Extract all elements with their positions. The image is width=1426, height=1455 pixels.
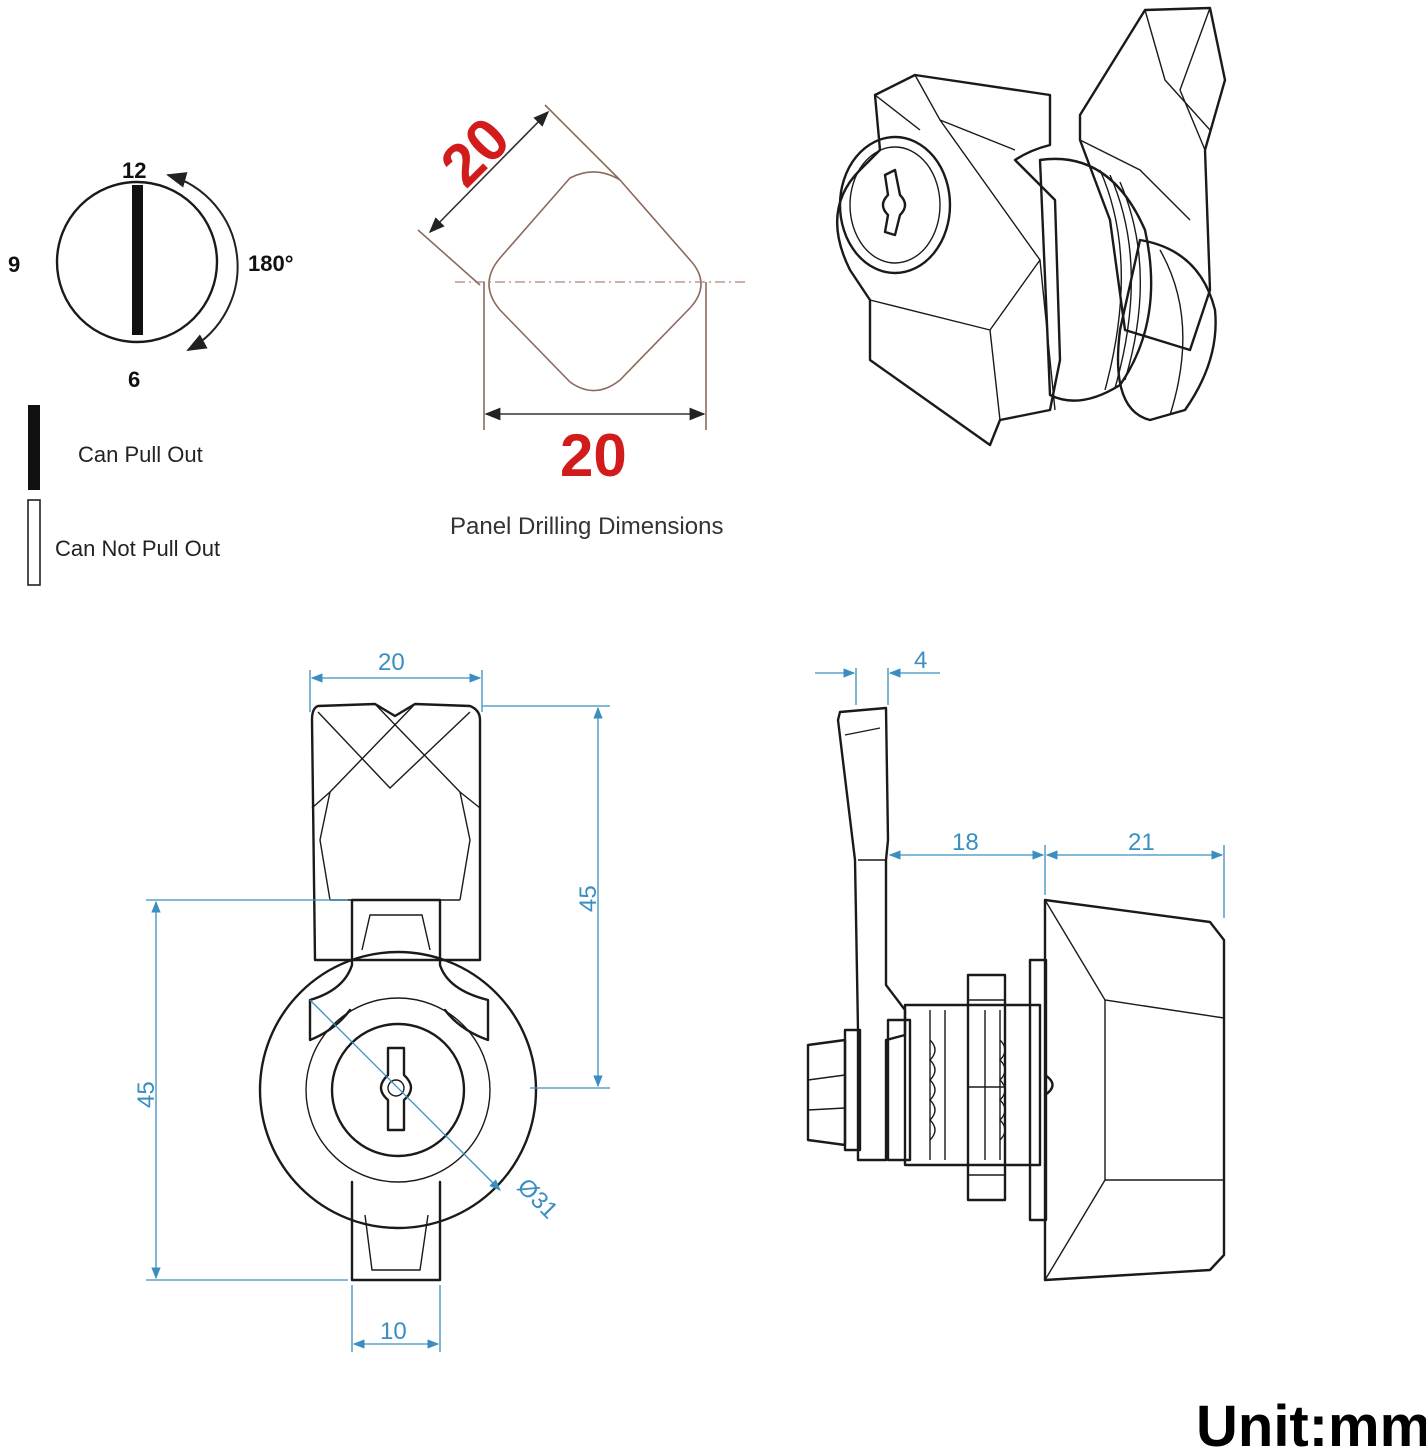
front-body-bar	[308, 898, 490, 1042]
front-dim-body-width: 10	[380, 1318, 407, 1345]
front-keyhole-icon	[379, 1046, 413, 1132]
pull-out-legend: Can Pull Out Can Not Pull Out	[27, 405, 220, 586]
front-dim-diameter-line	[309, 999, 501, 1191]
front-flange	[258, 950, 538, 1230]
legend-can-pull-out: Can Pull Out	[78, 442, 203, 467]
front-dim-overall-height: 45	[575, 885, 602, 912]
side-dim-depth: 21	[1128, 829, 1155, 856]
side-cam-nut	[806, 1038, 847, 1147]
panel-drilling-figure: 20 20 Panel Drilling Dimensions	[417, 104, 745, 540]
iso-keyhole-icon	[881, 168, 907, 237]
front-handle	[310, 702, 482, 962]
rotation-dial: 12 9 6 180°	[8, 158, 294, 392]
drill-caption: Panel Drilling Dimensions	[450, 513, 723, 540]
drill-ext-diag-b	[544, 104, 621, 181]
drill-dim-diag-text: 20	[428, 105, 523, 200]
front-inner-ring	[305, 997, 491, 1183]
rotation-arc-arrow	[166, 172, 239, 351]
front-key-cylinder	[330, 1022, 466, 1158]
drill-hole-outline	[488, 171, 702, 392]
side-handle	[836, 706, 907, 1162]
iso-thread-body	[1038, 157, 1153, 402]
side-dim-thickness: 4	[914, 647, 927, 674]
legend-solid-swatch	[28, 405, 40, 490]
iso-handle	[1078, 6, 1227, 352]
iso-nut	[1116, 238, 1217, 422]
front-view: 20 45 45 Ø31 10	[133, 649, 610, 1352]
dial-circle	[55, 180, 219, 344]
front-dim-handle-width: 20	[378, 649, 405, 676]
side-head	[1043, 898, 1226, 1282]
iso-key-cylinder	[838, 135, 952, 275]
dial-slot	[132, 185, 143, 335]
side-view: 4 18 21	[806, 647, 1226, 1282]
drill-ext-diag-a	[417, 229, 481, 286]
side-thread	[903, 1003, 1042, 1167]
front-dim-diameter: Ø31	[512, 1173, 563, 1224]
drill-dim-width-text: 20	[560, 422, 627, 489]
dial-label-rotation: 180°	[248, 251, 294, 276]
iso-head	[835, 73, 1062, 447]
unit-label: Unit:mm	[1196, 1394, 1426, 1455]
side-dim-reach: 18	[952, 829, 979, 856]
dial-label-9: 9	[8, 252, 20, 277]
drill-dim-diag-line	[428, 110, 550, 234]
isometric-lock-view	[835, 6, 1227, 447]
front-dim-body-height: 45	[133, 1081, 160, 1108]
legend-open-swatch	[27, 499, 41, 586]
legend-can-not-pull-out: Can Not Pull Out	[55, 536, 220, 561]
side-hex-nut	[966, 973, 1007, 1202]
dial-label-6: 6	[128, 367, 140, 392]
dial-label-12: 12	[122, 158, 146, 183]
